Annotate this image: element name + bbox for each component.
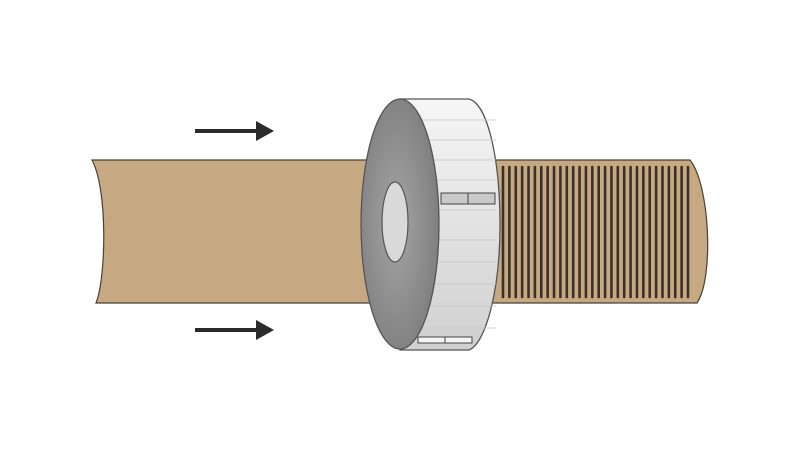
feed-direction-arrow-bottom (195, 320, 274, 340)
feed-direction-arrow-top (195, 121, 274, 141)
die-slot-left (440, 192, 469, 205)
rod-left-section (91, 159, 381, 304)
rod-threaded-section (469, 159, 709, 304)
thread-grooves (501, 165, 690, 299)
die-slot-right (467, 192, 496, 205)
rod (91, 159, 709, 304)
die-bore (381, 181, 409, 263)
threading-die (360, 98, 501, 351)
